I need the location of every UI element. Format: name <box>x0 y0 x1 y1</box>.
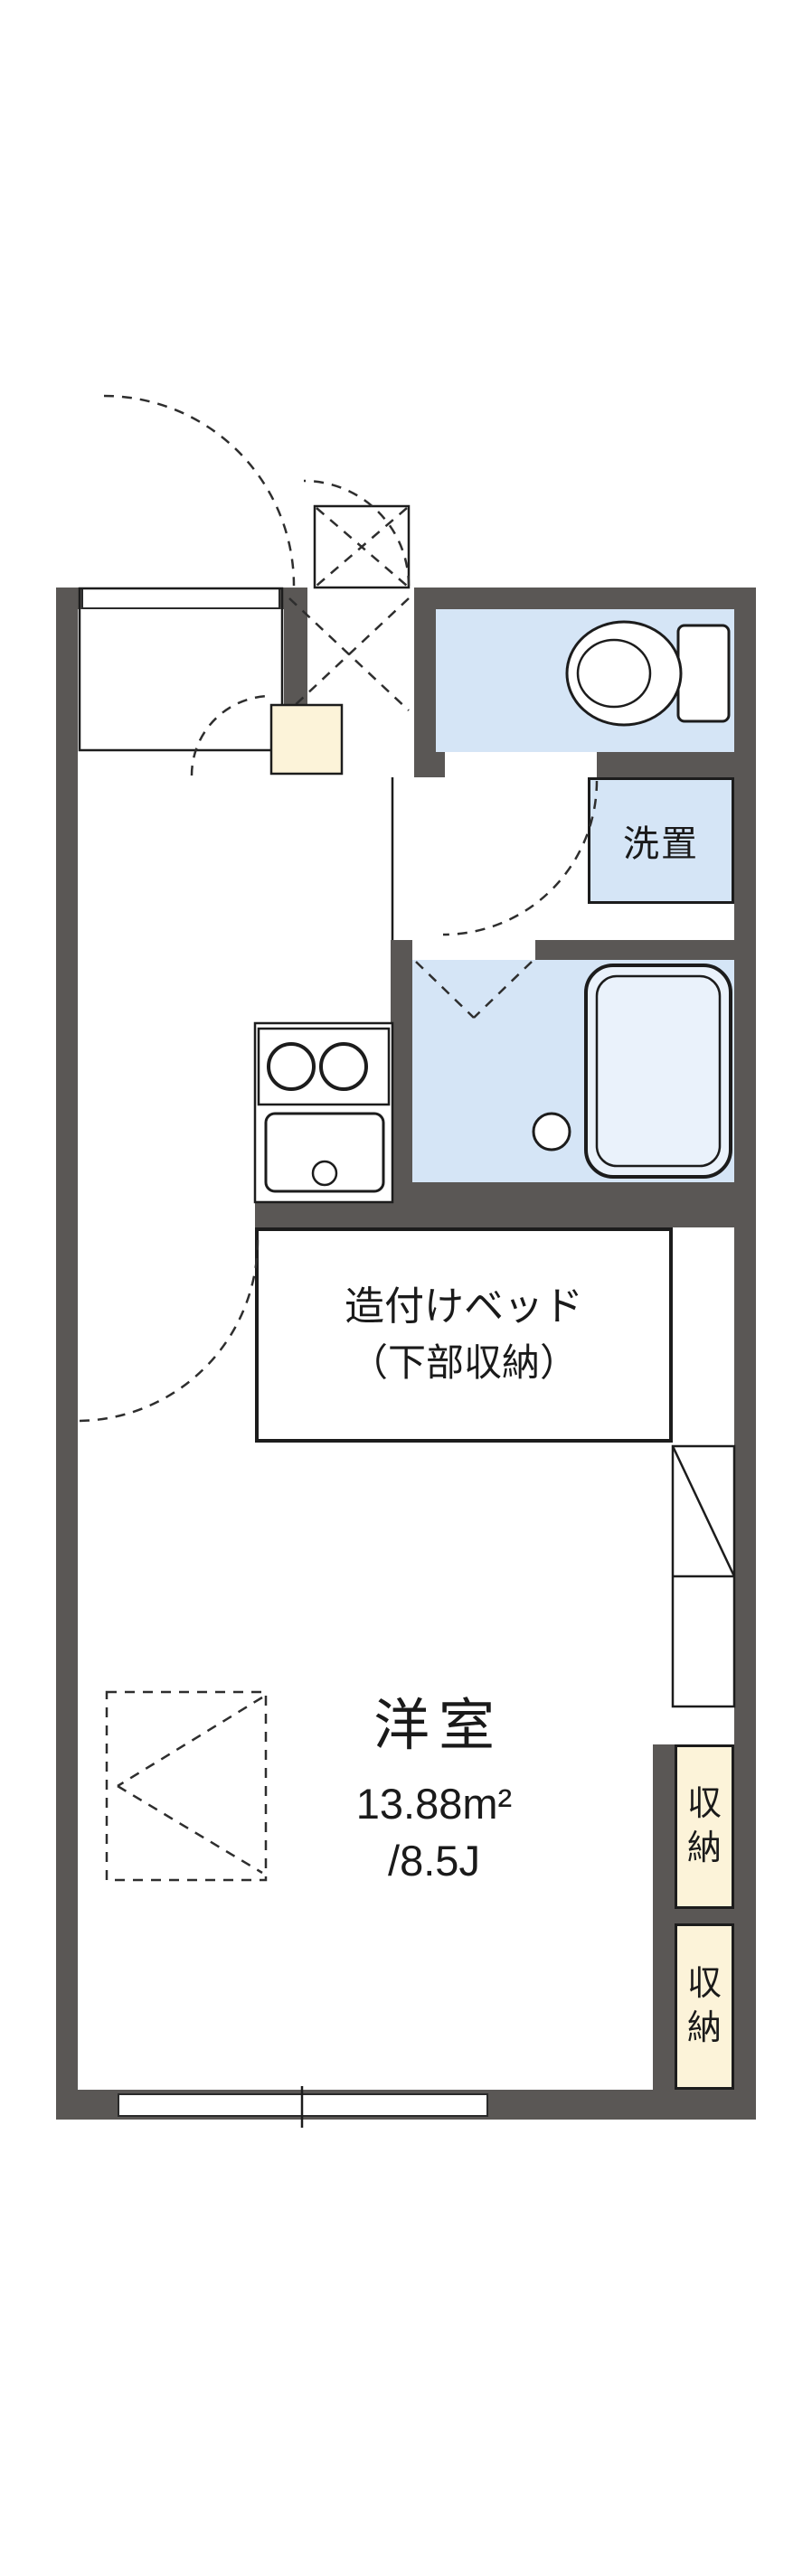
kitchen-sink-icon <box>264 1112 385 1193</box>
genkan-door-swing-arc <box>190 694 272 776</box>
porch-outline <box>313 504 411 589</box>
storage-box-lower: 収納 <box>675 1923 734 2090</box>
window-bottom <box>118 2093 488 2117</box>
wall-toilet-bottom-left <box>414 752 445 777</box>
furniture-dashed-rect <box>105 1690 268 1882</box>
entry-door-swing-arc-large <box>103 394 296 587</box>
built-in-bed-box: 造付けベッド （下部収納） <box>255 1227 673 1443</box>
room-door-swing-arc <box>76 1239 260 1423</box>
wall-toilet-bottom-right <box>597 752 756 777</box>
furniture-dashed-line-2 <box>117 1784 263 1875</box>
side-shelf-outline <box>671 1444 736 1708</box>
stove-burner-left-icon <box>267 1042 316 1091</box>
laundry-space-label: 洗置 <box>623 824 699 864</box>
entry-door-swing-arc-small <box>303 479 411 587</box>
bed-label-line2: （下部収納） <box>349 1341 578 1385</box>
storage-upper-label: 収納 <box>686 1784 722 1867</box>
wall-closet-divider <box>675 1907 734 1923</box>
side-shelf-diagonal <box>671 1445 736 1577</box>
wall-room-divider <box>255 1202 756 1227</box>
wall-bath-top <box>535 940 756 960</box>
laundry-space-box: 洗置 <box>588 777 734 904</box>
stove-outline <box>257 1027 391 1106</box>
porch-door-cross-1 <box>316 507 408 587</box>
main-room-label: 洋室 13.88m² /8.5J <box>262 1679 606 1885</box>
main-room-area: 13.88m² <box>355 1780 513 1828</box>
furniture-dashed-line-1 <box>117 1696 263 1788</box>
toilet-door-swing-arc <box>442 780 599 936</box>
porch-door-cross-2 <box>316 507 408 587</box>
wall-toilet-left <box>414 588 436 777</box>
kitchen-counter-outline <box>253 1021 394 1204</box>
wall-right <box>734 588 756 2120</box>
toilet-floor <box>436 609 734 752</box>
entrance-opening <box>307 588 414 609</box>
wall-entry-left <box>284 588 307 707</box>
bed-label-line1: 造付けベッド <box>345 1284 583 1330</box>
wall-bath-left <box>391 940 412 1202</box>
sink-drain-icon <box>311 1160 338 1187</box>
shoe-cabinet <box>269 703 344 776</box>
bathroom-floor <box>412 960 734 1182</box>
storage-lower-label: 収納 <box>686 1964 722 2047</box>
wall-bath-bottom <box>391 1182 756 1202</box>
storage-box-upper: 収納 <box>675 1744 734 1909</box>
stove-burner-right-icon <box>319 1042 368 1091</box>
wall-closet-side <box>653 1744 675 2090</box>
top-left-room-outline <box>78 587 284 752</box>
wall-left <box>56 588 78 2120</box>
window-top <box>81 588 280 609</box>
main-room-tatami: /8.5J <box>388 1837 480 1885</box>
main-room-name: 洋室 <box>373 1695 504 1757</box>
